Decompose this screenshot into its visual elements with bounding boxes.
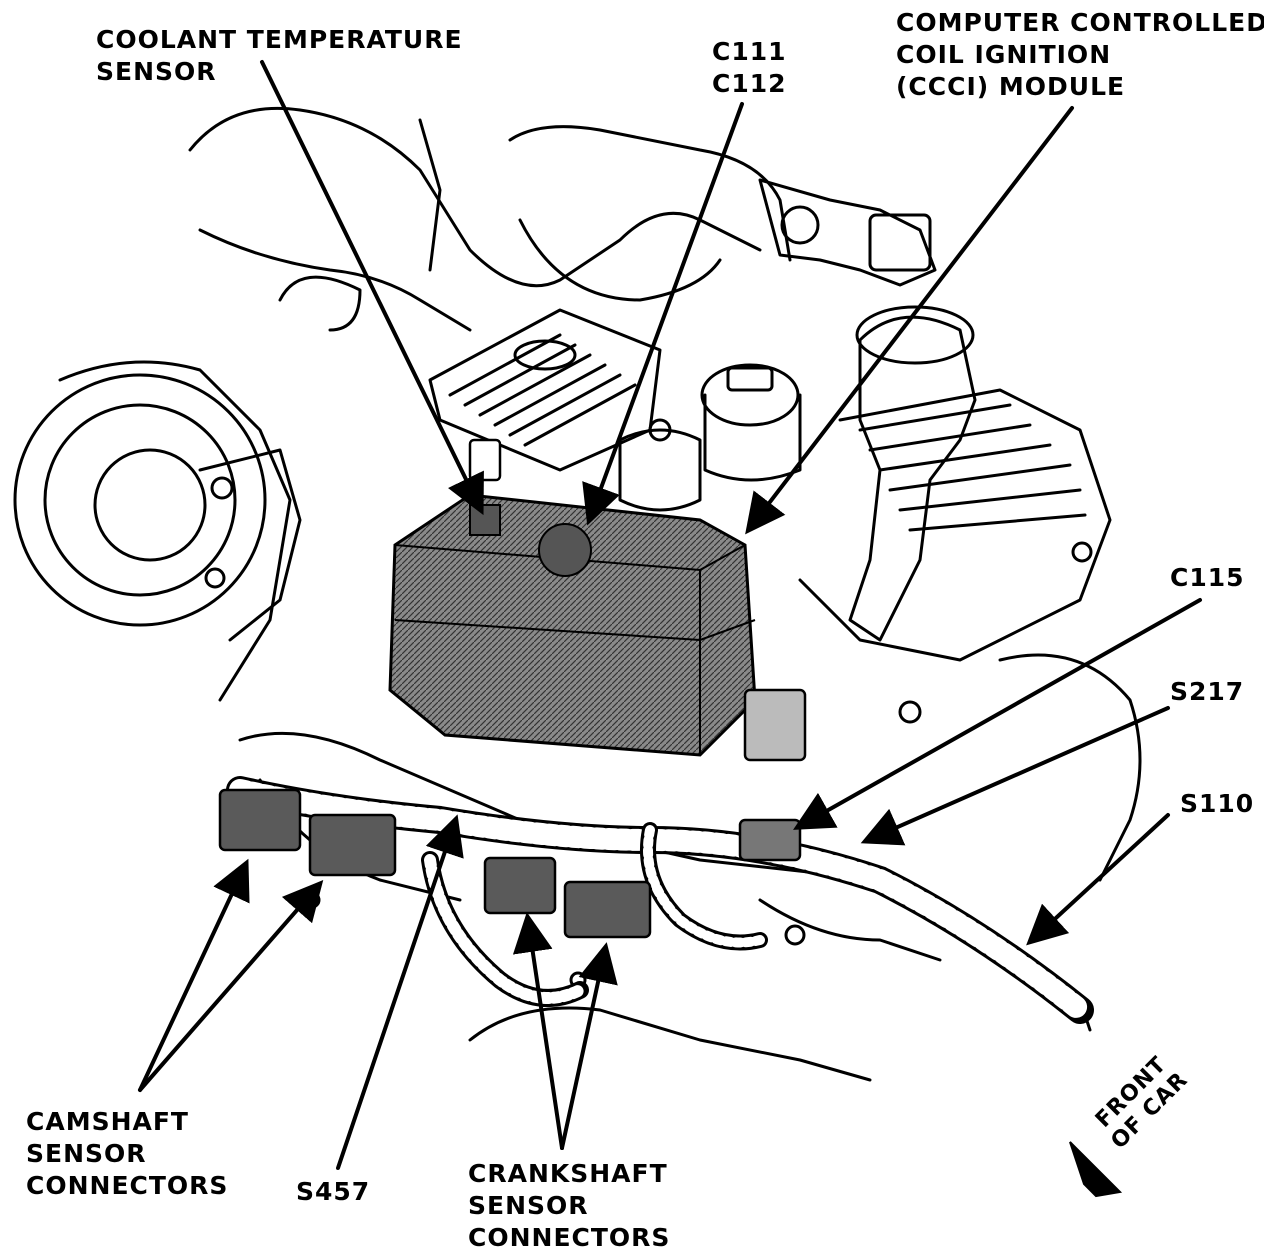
- s457-label: S457: [296, 1177, 371, 1206]
- label-line: C112: [712, 69, 787, 98]
- label-line: CAMSHAFT: [26, 1107, 189, 1136]
- s217-label: S217: [1170, 677, 1245, 706]
- label-line: COIL IGNITION: [896, 40, 1112, 69]
- ccci-module-body: [388, 493, 757, 757]
- ccci-module-label: COMPUTER CONTROLLED COIL IGNITION (CCCI)…: [896, 7, 1264, 103]
- leader-arrows: [138, 60, 1202, 1170]
- label-line: CRANKSHAFT: [468, 1159, 668, 1188]
- label-line: CONNECTORS: [468, 1223, 671, 1252]
- wiring-harness: [226, 776, 1094, 1024]
- label-line: CONNECTORS: [26, 1171, 229, 1200]
- label-line: SENSOR: [96, 57, 217, 86]
- label-line: COMPUTER CONTROLLED: [896, 8, 1264, 37]
- engine-outline: [13, 106, 1142, 1082]
- front-of-car-arrow: [1069, 1141, 1123, 1198]
- camshaft-sensor-connectors-label: CAMSHAFT SENSOR CONNECTORS: [26, 1106, 228, 1202]
- connector-blocks: [218, 438, 807, 939]
- label-line: (CCCI) MODULE: [896, 72, 1126, 101]
- label-line: SENSOR: [26, 1139, 147, 1168]
- c111-c112-label: C111 C112: [712, 36, 787, 100]
- c115-label: C115: [1170, 563, 1245, 592]
- label-line: COOLANT TEMPERATURE: [96, 25, 463, 54]
- label-line: SENSOR: [468, 1191, 589, 1220]
- crankshaft-sensor-connectors-label: CRANKSHAFT SENSOR CONNECTORS: [468, 1158, 670, 1254]
- label-line: C111: [712, 37, 787, 66]
- coolant-temperature-sensor-label: COOLANT TEMPERATURE SENSOR: [96, 24, 463, 88]
- s110-label: S110: [1180, 789, 1255, 818]
